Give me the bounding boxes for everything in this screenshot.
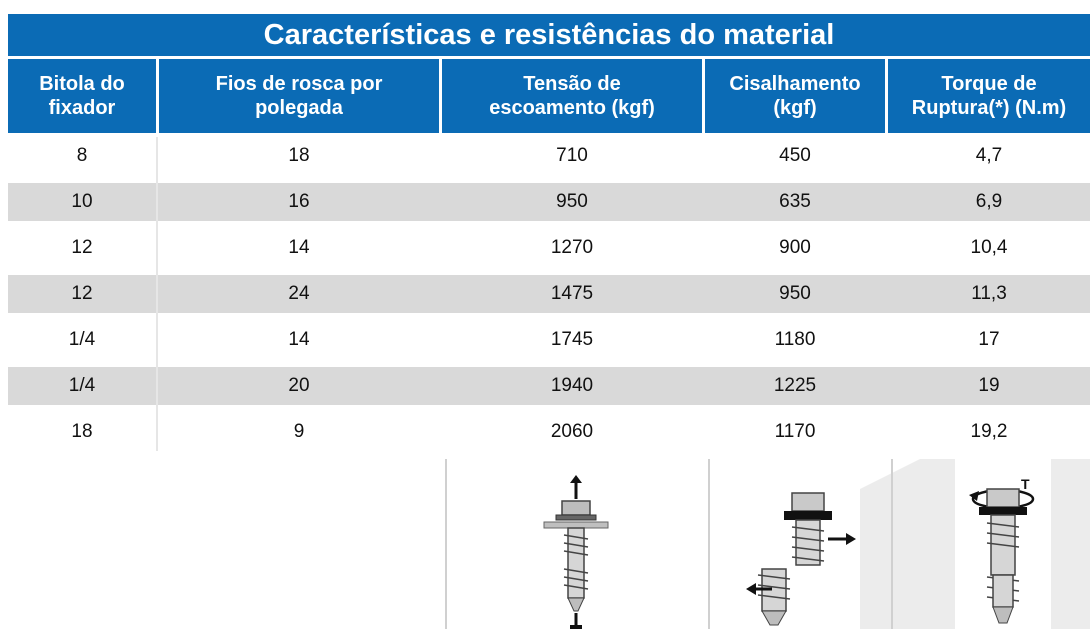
header-cisalhamento: Cisalhamento (kgf) [705,59,885,133]
cell-tensao: 2060 [550,421,594,442]
cell-cisalhamento: 950 [779,283,811,304]
cell-bitola: 18 [71,421,93,442]
table-title: Características e resistências do materi… [8,14,1090,56]
cell-fios: 14 [288,329,310,350]
cell-tensao: 1270 [550,237,594,258]
table-row: 1/4 20 1940 1225 19 [8,367,1090,405]
cell-bitola: 12 [71,237,93,258]
cell-torque: 17 [978,329,1000,350]
header-torque: Torque de Ruptura(*) (N.m) [888,59,1090,133]
cell-fios: 18 [288,145,310,166]
cell-cisalhamento: 450 [779,145,811,166]
header-tensao: Tensão de escoamento (kgf) [442,59,702,133]
cell-tensao: 1475 [550,283,594,304]
cell-fios: 24 [288,283,310,304]
cell-tensao: 1940 [550,375,594,396]
diagram-divider [891,459,893,629]
cell-fios: 14 [288,237,310,258]
table-row: 18 9 2060 1170 19,2 [8,413,1090,451]
cell-tensao: 710 [556,145,588,166]
diagram-divider [445,459,447,629]
header-fios-rosca: Fios de rosca por polegada [159,59,439,133]
cell-torque: 4,7 [975,145,1003,166]
diagram-divider [708,459,710,629]
cell-torque: 10,4 [970,237,1008,258]
table-row: 1/4 14 1745 1180 17 [8,321,1090,359]
column-divider [156,137,158,451]
tension-screw-icon [543,475,609,629]
cell-tensao: 1745 [550,329,594,350]
table-row: 12 14 1270 900 10,4 [8,229,1090,267]
table-row: 8 18 710 450 4,7 [8,137,1090,175]
torque-diagram-panel: T [955,459,1051,629]
header-bitola: Bitola do fixador [8,59,156,133]
cell-cisalhamento: 1180 [774,329,816,350]
cell-bitola: 1/4 [68,375,96,396]
table-row: 12 24 1475 950 11,3 [8,275,1090,313]
cell-bitola: 12 [71,283,93,304]
cell-cisalhamento: 1170 [774,421,816,442]
cell-cisalhamento: 1225 [773,375,817,396]
cell-cisalhamento: 900 [779,237,811,258]
cell-fios: 16 [288,191,310,212]
cell-bitola: 1/4 [68,329,96,350]
cell-bitola: 10 [71,191,93,212]
cell-torque: 6,9 [975,191,1003,212]
cell-torque: 19,2 [970,421,1008,442]
cell-bitola: 8 [76,145,88,166]
cell-fios: 20 [288,375,310,396]
diagram-area: T [0,459,1090,629]
cell-fios: 9 [293,421,305,442]
torque-screw-icon: T [969,476,1035,624]
cell-torque: 11,3 [971,283,1007,304]
cell-tensao: 950 [556,191,588,212]
torque-symbol: T [1021,476,1030,492]
table-row: 10 16 950 635 6,9 [8,183,1090,221]
cell-torque: 19 [978,375,1000,396]
cell-cisalhamento: 635 [779,191,811,212]
table-header-row: Bitola do fixador Fios de rosca por pole… [8,59,1090,133]
shear-screw-icon [746,492,856,626]
